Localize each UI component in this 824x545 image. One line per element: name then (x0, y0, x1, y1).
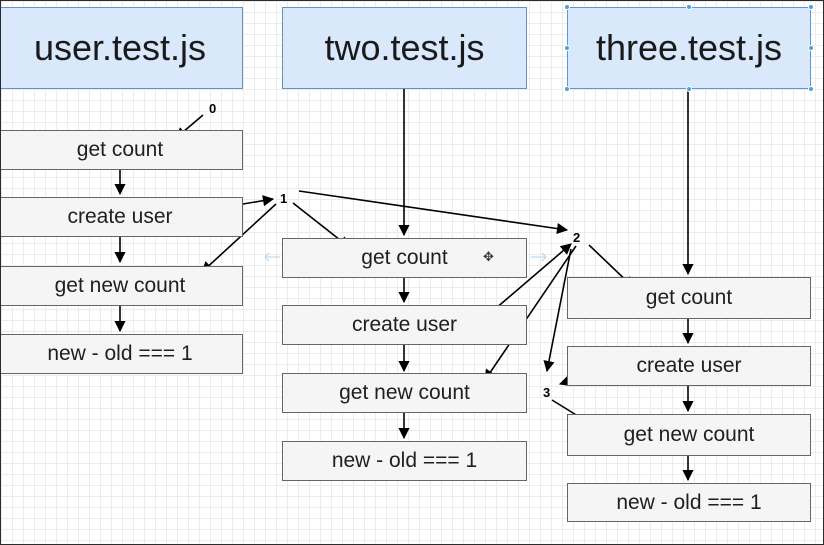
step-assert-count[interactable]: new - old === 1 (282, 441, 527, 481)
column-header-user-test[interactable]: user.test.js (1, 7, 243, 89)
column-header-label: user.test.js (33, 27, 207, 68)
step-create-user[interactable]: create user (1, 197, 243, 237)
column-header-two-test[interactable]: two.test.js (282, 7, 527, 89)
column-header-three-test[interactable]: three.test.js (567, 7, 811, 89)
resize-handle[interactable] (686, 86, 692, 92)
resize-handle[interactable] (808, 4, 814, 10)
step-get-new-count[interactable]: get new count (567, 414, 811, 456)
sequence-marker: 3 (543, 385, 551, 400)
resize-handle[interactable] (808, 86, 814, 92)
step-get-count[interactable]: get count (1, 130, 243, 170)
sequence-marker: 0 (209, 101, 217, 116)
step-label: get count (76, 138, 164, 161)
sequence-marker: 1 (280, 191, 288, 206)
step-label: get new count (339, 381, 470, 404)
step-get-new-count[interactable]: get new count (1, 266, 243, 306)
step-label: new - old === 1 (616, 490, 762, 514)
step-get-new-count[interactable]: get new count (282, 373, 527, 413)
resize-handle[interactable] (564, 4, 570, 10)
step-label: create user (67, 205, 173, 228)
step-label: get new count (54, 274, 186, 297)
sequence-arrow (484, 245, 577, 381)
step-get-count[interactable]: get count ✥ (282, 238, 527, 278)
step-label: get count (645, 286, 733, 309)
resize-handle[interactable] (564, 45, 570, 51)
step-label: new - old === 1 (47, 342, 193, 365)
step-assert-count[interactable]: new - old === 1 (567, 483, 811, 522)
guide-arrow (541, 252, 547, 262)
step-label: new - old === 1 (331, 449, 478, 472)
resize-handle[interactable] (564, 86, 570, 92)
sequence-marker: 2 (573, 230, 581, 245)
sequence-arrow (201, 203, 277, 273)
resize-handle[interactable] (686, 4, 692, 10)
step-label: create user (636, 354, 742, 377)
resize-handle[interactable] (808, 45, 814, 51)
move-cursor-icon: ✥ (483, 249, 494, 264)
sequence-arrow (543, 248, 572, 373)
step-label: create user (351, 313, 458, 336)
column-header-label: three.test.js (595, 27, 783, 68)
column-header-label: two.test.js (324, 27, 485, 68)
step-assert-count[interactable]: new - old === 1 (1, 334, 243, 374)
guide-arrow (264, 252, 270, 262)
step-create-user[interactable]: create user (282, 305, 527, 345)
step-label: get new count (623, 423, 755, 446)
sequence-arrow (298, 190, 569, 235)
step-label: get count (361, 246, 448, 269)
step-create-user[interactable]: create user (567, 346, 811, 386)
step-get-count[interactable]: get count (567, 277, 811, 319)
